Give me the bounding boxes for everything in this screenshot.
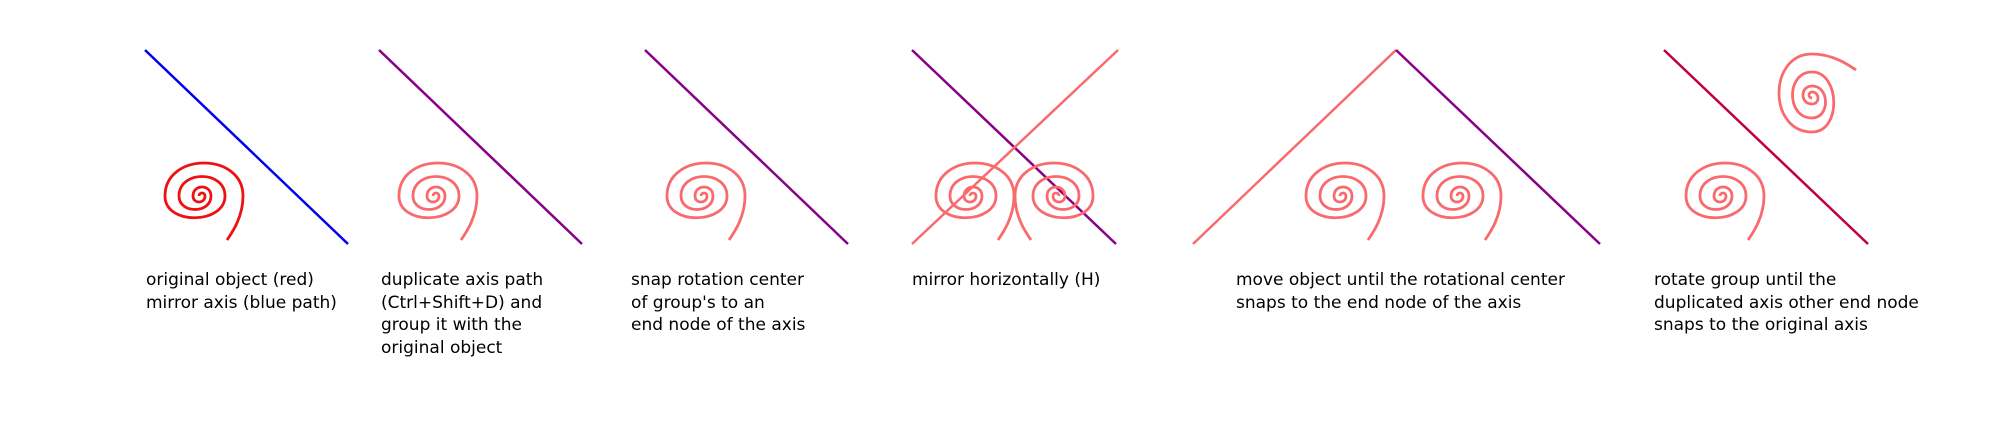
caption-line: mirror horizontally (H) xyxy=(912,270,1101,290)
step-4-caption: mirror horizontally (H) xyxy=(912,269,1100,292)
caption-line: duplicate axis path xyxy=(381,270,544,290)
caption-line: snap rotation center xyxy=(631,270,805,290)
caption-line: (Ctrl+Shift+D) and xyxy=(381,292,543,313)
step-2-caption: duplicate axis path (Ctrl+Shift+D) and g… xyxy=(381,269,543,359)
spiral-object-red xyxy=(163,161,245,242)
spiral-object-rotated xyxy=(1777,52,1858,134)
step-3-caption: snap rotation center of group's to an en… xyxy=(631,269,805,337)
caption-line: original object xyxy=(381,337,503,358)
caption-line: original object (red) xyxy=(146,270,314,290)
caption-line: end node of the axis xyxy=(631,315,806,335)
caption-line: move object until the rotational center xyxy=(1236,270,1565,290)
axis-right xyxy=(1395,49,1601,245)
spiral-object-mirrored xyxy=(1013,161,1095,242)
spiral-object xyxy=(1304,161,1386,242)
step-6-figure xyxy=(1663,49,1869,245)
step-4-figure xyxy=(911,49,1119,245)
mirror-axis-blue xyxy=(144,49,349,245)
step-1-figure xyxy=(144,49,349,245)
axis-duplicated xyxy=(378,49,583,245)
step-6-caption: rotate group until the duplicated axis o… xyxy=(1654,269,1919,337)
step-3-figure xyxy=(644,49,849,245)
caption-line: mirror axis (blue path) xyxy=(146,292,337,313)
caption-line: duplicated axis other end node xyxy=(1654,292,1919,313)
spiral-object xyxy=(934,161,1016,242)
axis-grouped xyxy=(644,49,849,245)
step-2-figure xyxy=(378,49,583,245)
step-5-figure xyxy=(1192,49,1601,245)
spiral-object-moved xyxy=(1421,161,1503,242)
axis-left xyxy=(1192,49,1397,245)
caption-line: group it with the xyxy=(381,315,522,335)
step-1-caption: original object (red) mirror axis (blue … xyxy=(146,269,337,314)
caption-line: of group's to an xyxy=(631,292,765,313)
caption-line: snaps to the end node of the axis xyxy=(1236,292,1522,313)
caption-line: snaps to the original axis xyxy=(1654,315,1868,335)
caption-line: rotate group until the xyxy=(1654,270,1837,290)
axis-combined xyxy=(1663,49,1869,245)
spiral-object xyxy=(665,161,747,242)
step-5-caption: move object until the rotational center … xyxy=(1236,269,1565,314)
spiral-object xyxy=(1684,161,1766,242)
spiral-object xyxy=(397,161,479,242)
